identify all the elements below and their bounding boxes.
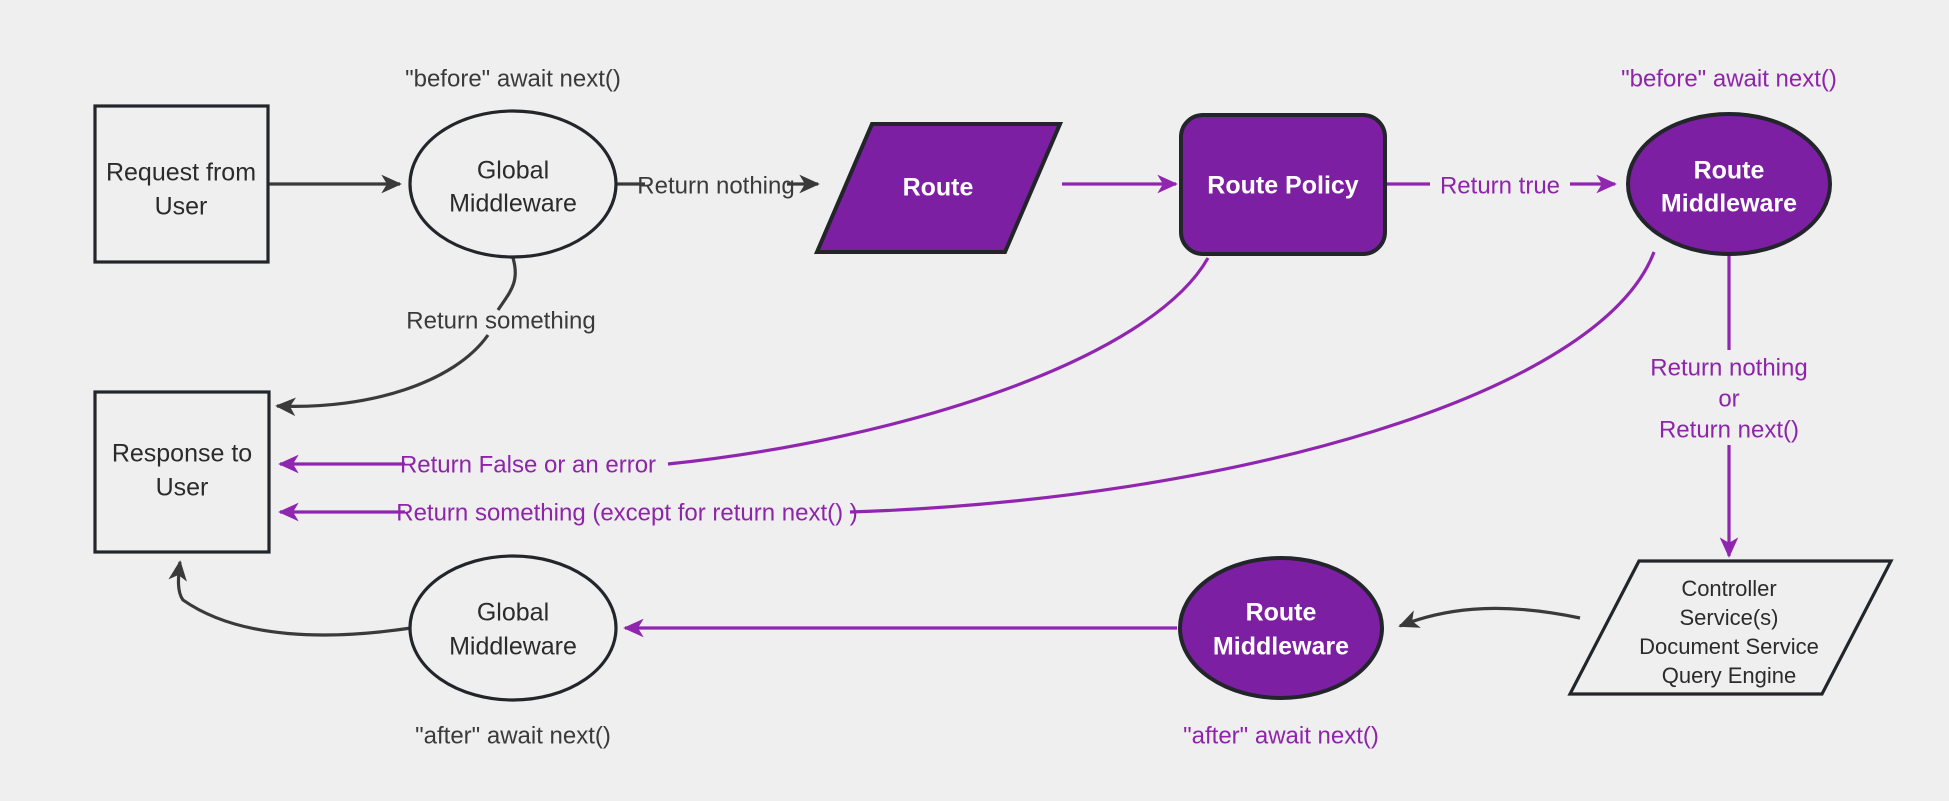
edge-label-return-false-or-error: Return False or an error [400,451,656,478]
node-route-policy[interactable]: Route Policy [1179,113,1387,256]
response-to-user-shape [93,390,271,554]
response-to-user-label-line1: Response to [112,440,252,468]
edge-label-return-something: Return something [406,307,595,334]
request-from-user-label-line1: Request from [106,159,256,187]
node-response-to-user[interactable]: Response to User [93,390,271,554]
edge-route-middleware-to-label-return-something-except [849,251,1656,514]
annotation-before-await-next-global: "before" await next() [405,65,621,92]
route-middleware-top-shape [1626,112,1832,256]
edge-label-return-something-except-next: Return something (except for return next… [396,499,858,526]
node-global-middleware-top[interactable]: Global Middleware [408,109,618,259]
edge-global-middleware-to-label-return-something [496,257,517,311]
global-middleware-top-label-line2: Middleware [449,190,577,218]
route-policy-shape [1179,113,1387,256]
global-middleware-bottom-label-line1: Global [477,599,549,627]
route-shape [813,122,1064,254]
request-from-user-label-line2: User [155,193,208,221]
global-middleware-top-label-line1: Global [477,157,549,185]
node-route[interactable]: Route [813,122,1064,254]
node-controller-stack[interactable]: Controller Service(s) Document Service Q… [1567,559,1894,696]
controller-stack-label-line2: Service(s) [1679,605,1778,630]
route-middleware-bottom-label-line2: Middleware [1213,633,1349,661]
response-to-user-label-line2: User [156,474,209,502]
route-middleware-bottom-shape [1178,556,1384,700]
controller-stack-shape [1567,559,1894,696]
edge-global-middleware-bottom-to-response [168,560,412,637]
route-middleware-top-label-line1: Route [1694,157,1765,185]
node-route-middleware-bottom[interactable]: Route Middleware [1178,556,1384,700]
edge-label-return-nothing: Return nothing [637,172,794,199]
annotation-after-await-next-global: "after" await next() [415,722,611,749]
route-middleware-bottom-label-line1: Route [1246,599,1317,627]
route-middleware-top-label-line2: Middleware [1661,190,1797,218]
controller-stack-label-line1: Controller [1681,576,1776,601]
node-route-middleware-top[interactable]: Route Middleware [1626,112,1832,256]
node-global-middleware-bottom[interactable]: Global Middleware [408,554,618,702]
edge-label-return-something-to-response [275,334,490,417]
node-request-from-user[interactable]: Request from User [93,104,270,264]
global-middleware-bottom-label-line2: Middleware [449,633,577,661]
annotation-after-await-next-route: "after" await next() [1183,722,1379,749]
global-middleware-bottom-shape [408,554,618,702]
edge-label-return-nothing-or-next-line1: Return nothing [1650,354,1807,381]
controller-stack-label-line4: Query Engine [1662,663,1797,688]
global-middleware-top-shape [408,109,618,259]
route-policy-label: Route Policy [1207,172,1359,200]
route-label: Route [903,174,974,202]
edge-label-return-true: Return true [1440,172,1560,199]
annotation-before-await-next-route: "before" await next() [1621,65,1837,92]
edge-label-return-nothing-or-next-line2: or [1718,385,1739,412]
controller-stack-label-line3: Document Service [1639,634,1819,659]
edge-route-policy-to-label-return-false [667,257,1210,466]
edge-controller-to-route-middleware-bottom [1398,606,1581,628]
edge-label-return-nothing-or-next-line3: Return next() [1659,416,1799,443]
request-from-user-shape [93,104,270,264]
